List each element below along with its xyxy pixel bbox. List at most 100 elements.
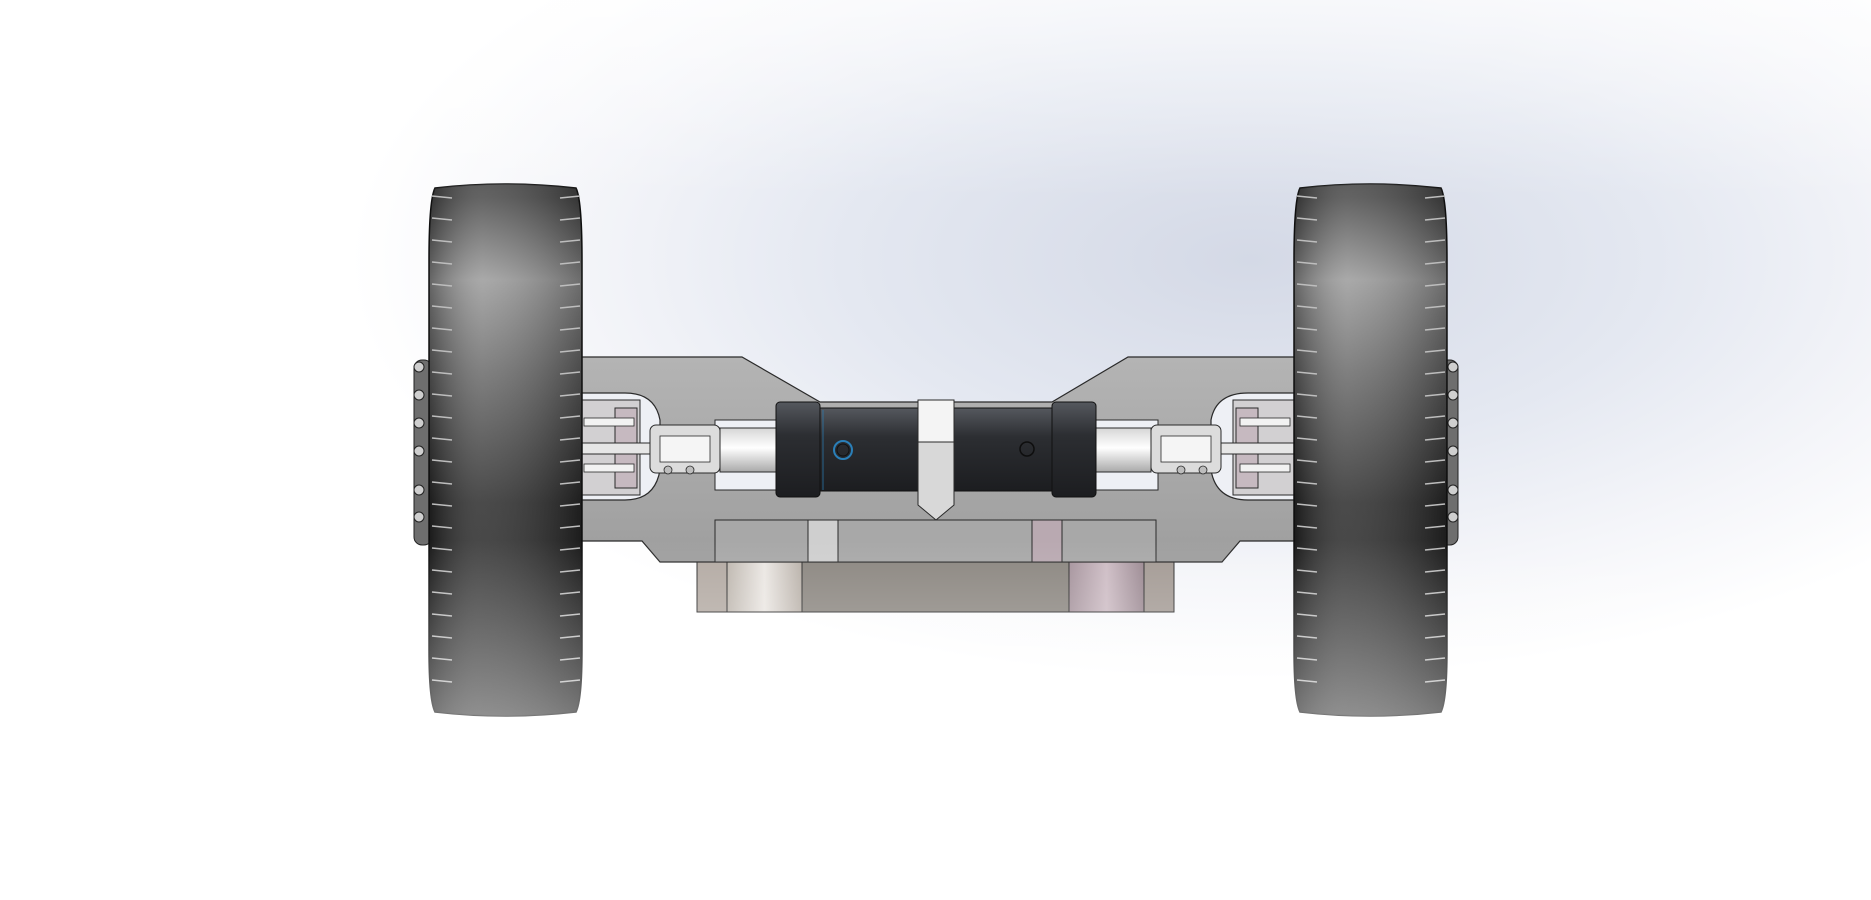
right-drive-shaft [1092,424,1222,475]
tread-lug [431,569,453,573]
tread-lug [1296,503,1318,507]
tread-lug [431,327,453,331]
tread-lug [431,547,453,551]
tread-lug [1424,481,1446,485]
tread-lug [1424,393,1446,397]
tread-lug [431,481,453,485]
tread-lug [1296,591,1318,595]
tread-lug [431,217,453,221]
tread-lug [1424,371,1446,375]
tread-lug [431,349,453,353]
tread-lug [1424,591,1446,595]
tread-lug [431,283,453,287]
tread-lug [1424,437,1446,441]
tread-lug [431,657,453,661]
tread-lug [431,261,453,265]
tread-lug [559,503,581,507]
tread-lug [431,525,453,529]
tread-lug [1424,261,1446,265]
tread-lug [559,481,581,485]
tread-lug [1424,283,1446,287]
tread-lug [559,657,581,661]
tread-lug [431,503,453,507]
tread-lug [1424,525,1446,529]
tread-lug [431,459,453,463]
tread-lug [1296,679,1318,683]
tread-lug [559,613,581,617]
tread-lug [1424,657,1446,661]
tread-lug [1424,305,1446,309]
tread-lug [1424,613,1446,617]
tread-lug [431,591,453,595]
right-bracket [1164,399,1296,496]
tread-lug [1296,305,1318,309]
tread-lug [1424,195,1446,199]
motor-port-right [1019,441,1035,457]
tread-lug [559,195,581,199]
tread-lug [431,679,453,683]
tread-lug [431,393,453,397]
tread-lug [431,195,453,199]
tread-lug [1296,459,1318,463]
tread-lug [1424,503,1446,507]
tread-lug [1296,371,1318,375]
tread-lug [1424,547,1446,551]
tread-lug [1296,437,1318,441]
tread-lug [431,239,453,243]
tread-lug [1424,217,1446,221]
tread-lug [1424,239,1446,243]
motor-port-left [833,440,853,460]
tread-lug [559,239,581,243]
drive-motor[interactable] [775,399,1097,521]
left-wheel[interactable] [413,183,583,717]
tread-lug [1424,569,1446,573]
tread-lug [1296,613,1318,617]
tread-lug [1296,415,1318,419]
tread-lug [1296,569,1318,573]
left-bracket [577,399,709,496]
tread-lug [1296,261,1318,265]
tread-lug [559,327,581,331]
tread-lug [559,371,581,375]
tread-lug [1296,349,1318,353]
tread-lug [1296,283,1318,287]
tread-lug [559,437,581,441]
tread-lug [559,261,581,265]
tread-lug [1296,547,1318,551]
tread-lug [1296,239,1318,243]
base-plate [696,561,1175,613]
left-tire-treads [431,195,581,683]
tread-lug [1296,217,1318,221]
tread-lug [1424,679,1446,683]
tread-lug [559,283,581,287]
tread-lug [559,415,581,419]
tread-lug [559,305,581,309]
tread-lug [1424,459,1446,463]
tread-lug [559,591,581,595]
tread-lug [1296,525,1318,529]
tread-lug [1296,657,1318,661]
tread-lug [559,393,581,397]
right-wheel[interactable] [1293,183,1459,717]
tread-lug [559,525,581,529]
tread-lug [559,217,581,221]
tread-lug [1424,635,1446,639]
tread-lug [431,613,453,617]
tread-lug [1424,415,1446,419]
tread-lug [1296,393,1318,397]
tread-lug [559,679,581,683]
tread-lug [431,635,453,639]
tread-lug [1296,481,1318,485]
left-drive-shaft [649,424,779,475]
right-tire-treads [1296,195,1446,683]
tread-lug [1296,327,1318,331]
tread-lug [559,349,581,353]
tread-lug [1296,635,1318,639]
tread-lug [559,547,581,551]
tread-lug [1424,349,1446,353]
tread-lug [1296,195,1318,199]
tread-lug [431,437,453,441]
tread-lug [559,635,581,639]
